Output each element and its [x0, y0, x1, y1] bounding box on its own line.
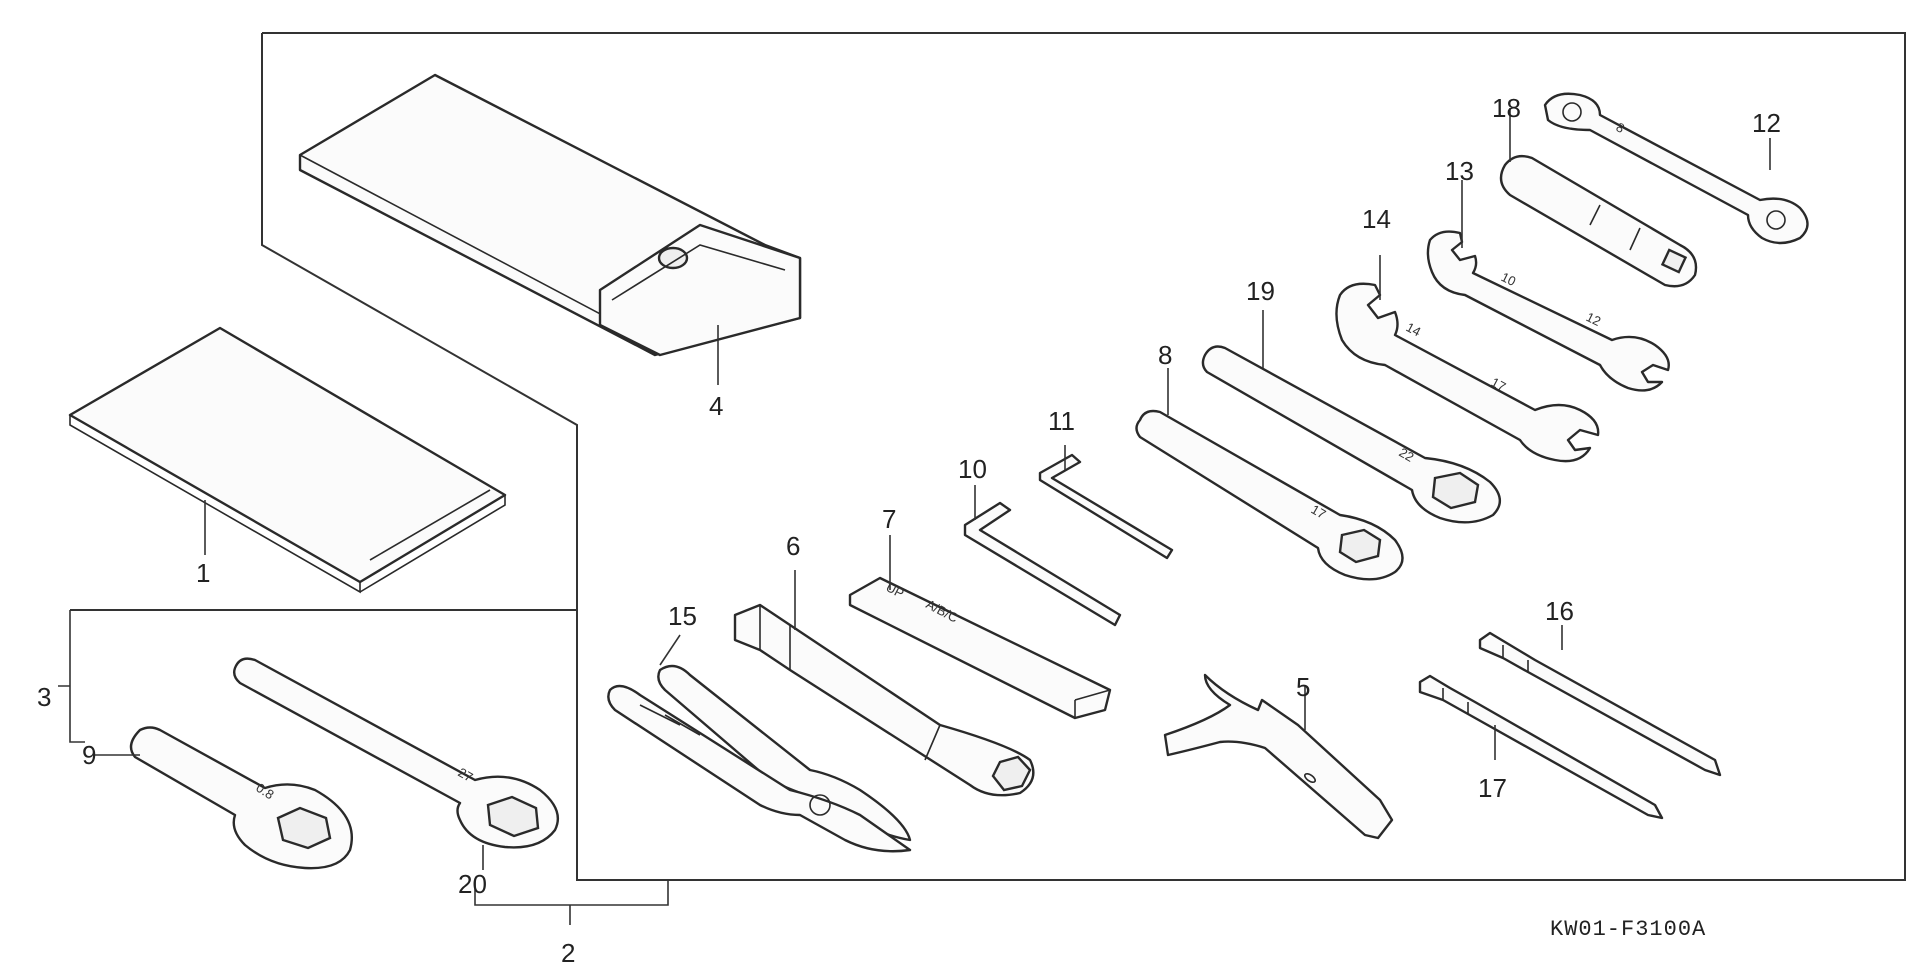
wrench-19-size: 22: [1397, 445, 1417, 465]
screwdriver-phillips: [1478, 631, 1722, 777]
callout-5: 5: [1296, 672, 1310, 702]
pliers: [607, 664, 912, 853]
hex-key-large: [963, 501, 1122, 627]
bracket-2: [474, 880, 669, 925]
diagram-code: KW01-F3100A: [1550, 917, 1706, 942]
wrench-item-20: 27: [232, 657, 560, 849]
owners-manual: [68, 326, 507, 594]
callout-1: 1: [196, 558, 210, 588]
screwdriver-handle: [1499, 154, 1698, 288]
wrench-item-9: 0.8: [129, 726, 353, 870]
wrench-item-13: 10 12: [1426, 230, 1670, 392]
hook-spanner: [1163, 673, 1394, 840]
callout-18: 18: [1492, 93, 1521, 123]
wrench-item-19: 22: [1201, 345, 1501, 524]
callout-9: 9: [82, 740, 96, 770]
callout-2: 2: [561, 938, 575, 968]
wrench-13-size-a: 10: [1499, 269, 1519, 289]
wrench-item-8: 17: [1135, 409, 1404, 581]
tool-bag: [298, 73, 802, 357]
callout-8: 8: [1158, 340, 1172, 370]
wrench-20-size: 27: [456, 765, 476, 785]
leader-lines: [95, 108, 1771, 870]
callout-20: 20: [458, 869, 487, 899]
callout-3: 3: [37, 682, 51, 712]
wrench-14-size-b: 17: [1489, 374, 1509, 394]
wrench-item-14: 14 17: [1335, 282, 1600, 463]
callout-4: 4: [709, 391, 723, 421]
screwdriver-flat: [1418, 674, 1664, 820]
callout-12: 12: [1752, 108, 1781, 138]
callout-10: 10: [958, 454, 987, 484]
wrench-14-size-a: 14: [1404, 319, 1424, 339]
callout-17: 17: [1478, 773, 1507, 803]
callout-14: 14: [1362, 204, 1391, 234]
wrench-8-size: 17: [1309, 502, 1329, 522]
spark-plug-socket: [733, 603, 1035, 797]
callout-16: 16: [1545, 596, 1574, 626]
wrench-item-12: 8: [1543, 92, 1809, 245]
bracket-3: [58, 610, 85, 743]
callout-11: 11: [1048, 406, 1075, 436]
callout-19: 19: [1246, 276, 1275, 306]
hex-key-small: [1038, 453, 1174, 560]
callout-6: 6: [786, 531, 800, 561]
wrench-13-size-b: 12: [1584, 309, 1604, 329]
callout-13: 13: [1445, 156, 1474, 186]
callout-7: 7: [882, 504, 896, 534]
kit-boundary-dashes: [262, 32, 1906, 881]
flat-bar-tool: UP A/B/C: [848, 576, 1112, 720]
callout-15: 15: [668, 601, 697, 631]
